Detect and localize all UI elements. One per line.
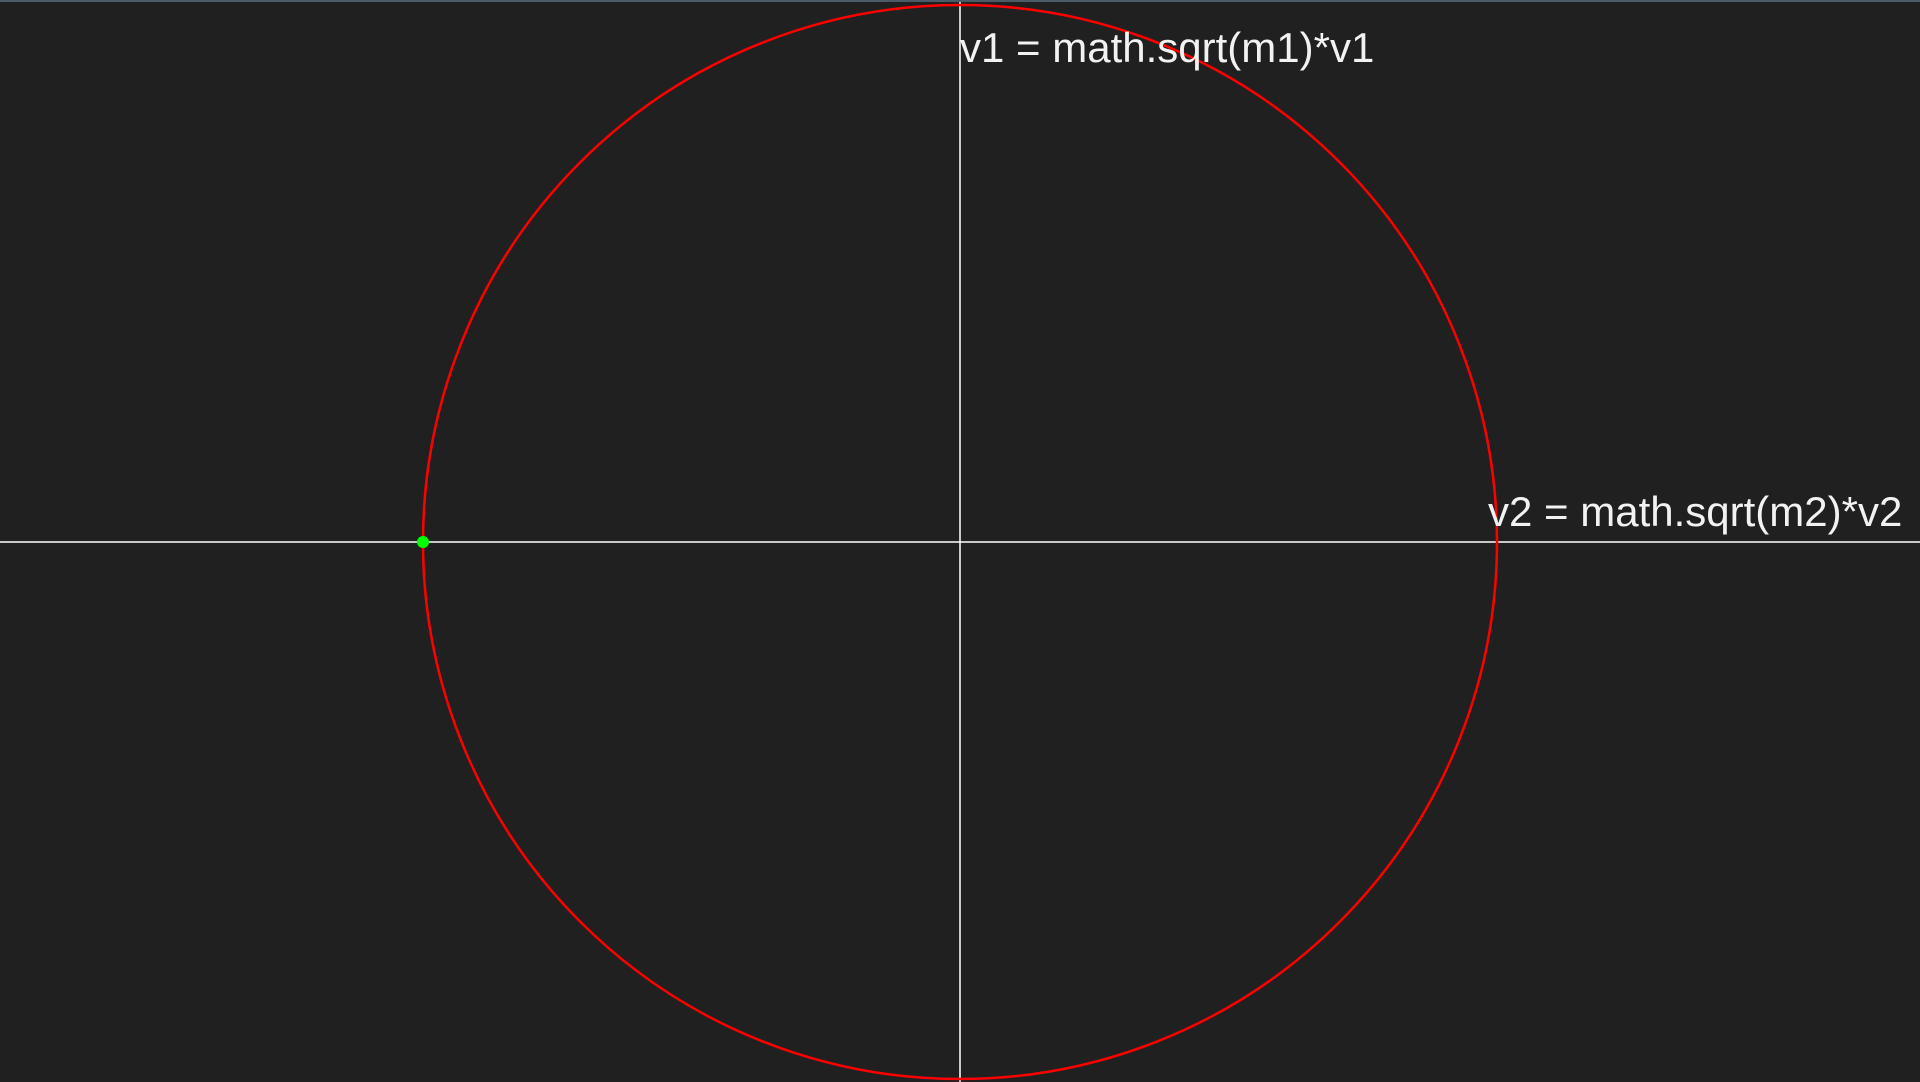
phase-point (417, 536, 429, 548)
vertical-axis-label: v1 = math.sqrt(m1)*v1 (960, 24, 1374, 71)
horizontal-axis-label: v2 = math.sqrt(m2)*v2 (1488, 488, 1902, 535)
